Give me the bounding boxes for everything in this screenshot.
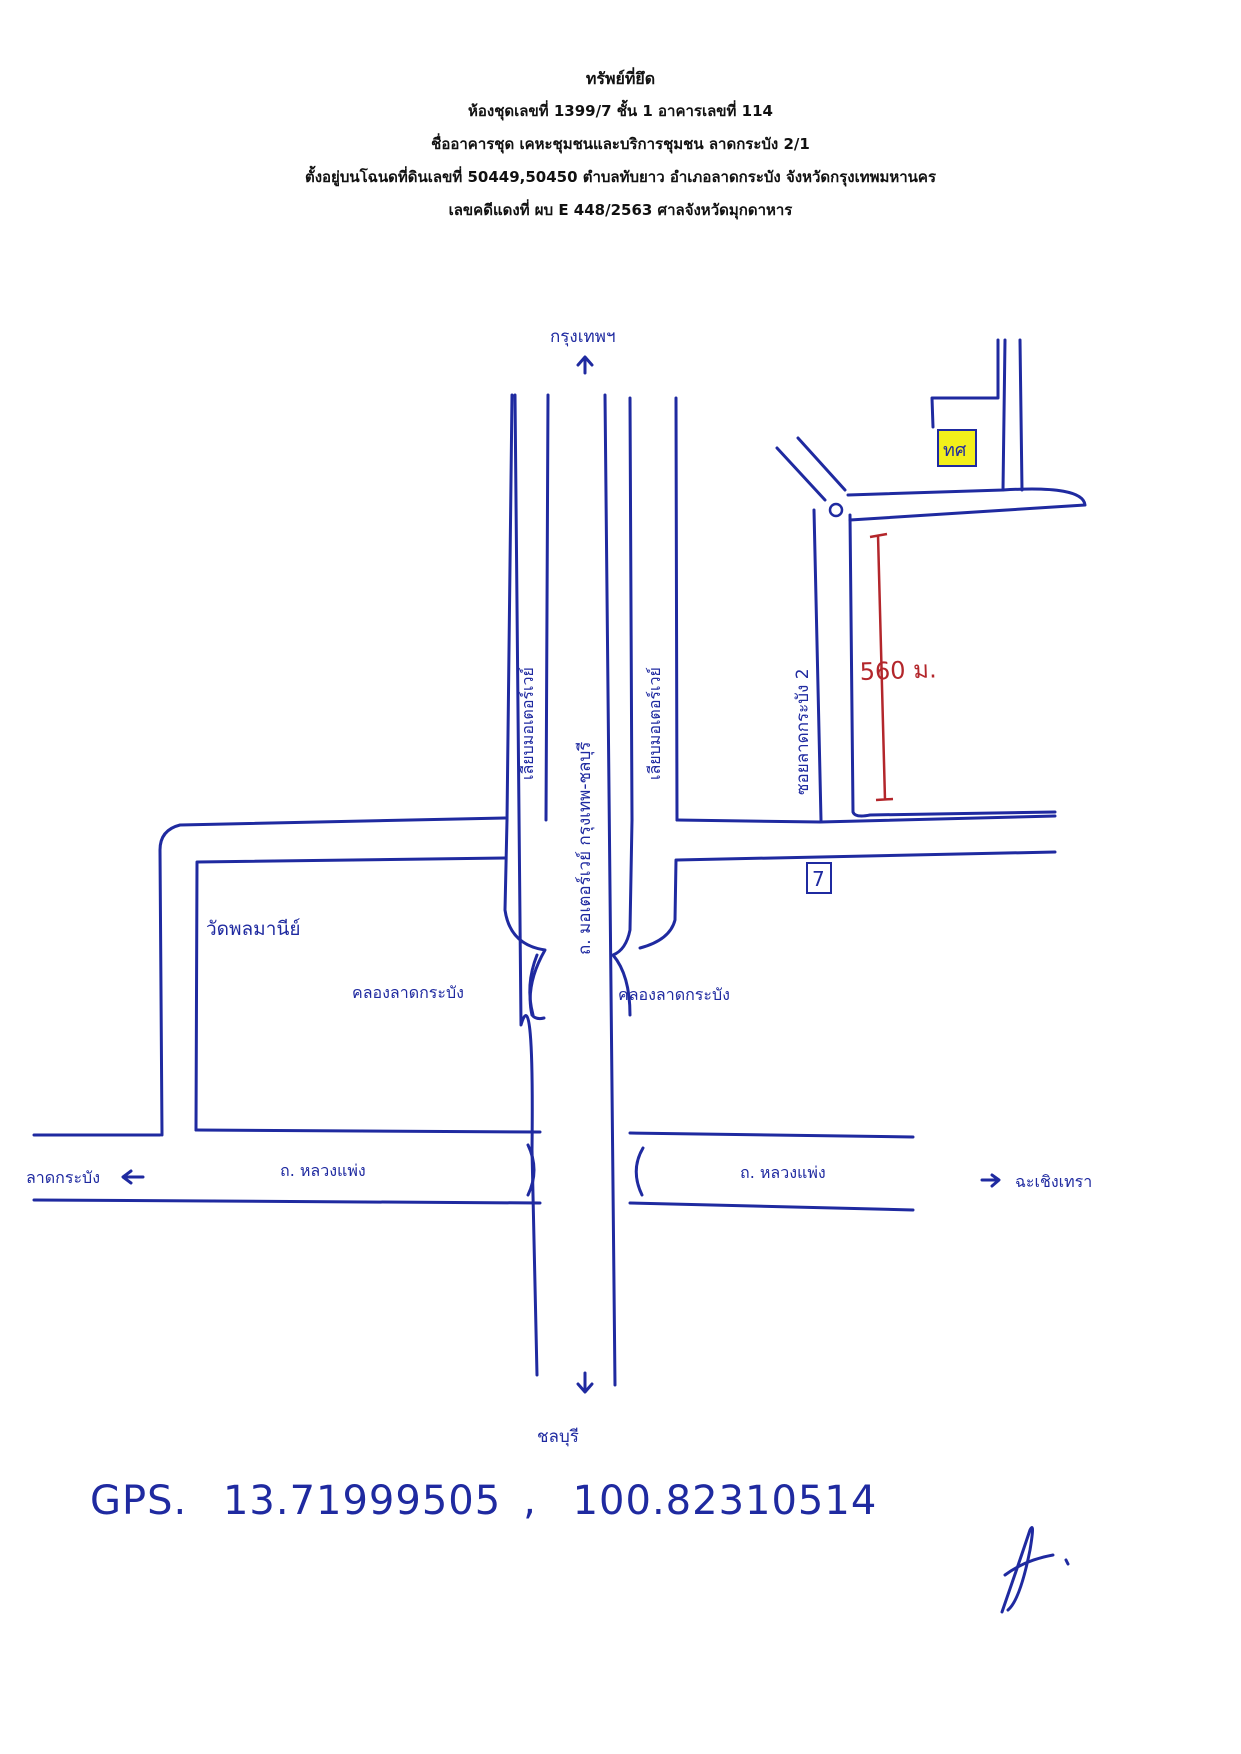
header-location: ตั้งอยู่บนโฉนดที่ดินเลขที่ 50449,50450 ต…: [304, 168, 937, 186]
building-outline: [930, 338, 1024, 492]
motorway-right-edge: [603, 393, 617, 1387]
header-case: เลขคดีแดงที่ ผบ E 448/2563 ศาลจังหวัดมุก…: [448, 201, 793, 219]
property-marker: [937, 429, 977, 467]
temple-label: วัดพลมานีย์: [206, 918, 301, 940]
document-header: ทรัพย์ที่ยึด ห้องชุดเลขที่ 1399/7 ชั้น 1…: [0, 62, 1241, 227]
west-label: ลาดกระบัง: [26, 1168, 100, 1187]
frontage-right-bottom-curve-2: [638, 858, 678, 950]
frontage-right-bottom-curve: [611, 818, 634, 1017]
property-marker-label: ทศ: [943, 440, 967, 461]
gps-prefix: GPS.: [90, 1478, 188, 1524]
soi-top-east: [846, 487, 1087, 522]
seven-eleven-label: 7: [812, 867, 825, 891]
right-road-upper: [675, 814, 1057, 824]
north-arrow: [576, 355, 594, 375]
gps-latitude: 13.71999505: [222, 1478, 502, 1524]
gps-longitude: 100.82310514: [572, 1478, 878, 1524]
luangphaeng-left-bracket: [526, 1143, 536, 1197]
header-unit: ห้องชุดเลขที่ 1399/7 ชั้น 1 อาคารเลขที่ …: [468, 102, 773, 120]
seven-eleven-marker: [806, 862, 832, 894]
soi-top-branch-right: [796, 436, 847, 492]
soi-left-edge: [812, 508, 823, 822]
road-left-label: ถ. หลวงแพ่ง: [280, 1161, 366, 1180]
south-label: ชลบุรี: [537, 1427, 579, 1447]
roundabout-circle: [828, 502, 844, 518]
right-road-lower: [675, 850, 1057, 862]
gps-coordinates: GPS. 13.71999505, 100.82310514: [90, 1478, 899, 1524]
luangphaeng-left-top: [32, 1128, 542, 1137]
luangphaeng-right-top: [628, 1131, 915, 1139]
frontage-left-bottom-curve: [503, 818, 547, 1021]
signature: [1000, 1526, 1070, 1614]
distance-line: [869, 532, 894, 802]
left-lower-road: [194, 856, 507, 1132]
soi-right-edge: [848, 513, 1057, 818]
header-building: ชื่ออาคารชุด เคหะชุมชนและบริการชุมชน ลาด…: [431, 135, 810, 153]
frontage-left-outer: [505, 393, 514, 822]
soi-label: ซอยลาดกระบัง 2: [793, 668, 813, 795]
frontage-right-inner: [628, 396, 634, 822]
header-title: ทรัพย์ที่ยึด: [585, 69, 656, 88]
luangphaeng-right-bracket: [634, 1146, 645, 1197]
west-arrow: [121, 1169, 145, 1185]
distance-label: 560 ม.: [859, 655, 937, 686]
east-label: ฉะเชิงเทรา: [1015, 1172, 1092, 1191]
east-arrow: [980, 1173, 1001, 1188]
luangphaeng-right-bottom: [628, 1201, 915, 1212]
motorway-left-edge: [513, 393, 539, 1377]
south-arrow: [576, 1371, 594, 1394]
main-road-label: ถ. มอเตอร์เวย์ กรุงเทพ-ชลบุรี: [575, 742, 595, 955]
frontage-right-outer: [674, 396, 679, 822]
canal-right-label: คลองลาดกระบัง: [618, 985, 730, 1004]
road-right-label: ถ. หลวงแพ่ง: [740, 1163, 826, 1182]
frontage-right-label: เลียบมอเตอร์เวย์: [645, 667, 664, 780]
canal-left-label: คลองลาดกระบัง: [352, 983, 464, 1002]
luangphaeng-left-bottom: [32, 1198, 542, 1205]
gps-separator: ,: [523, 1478, 537, 1524]
soi-top-branch-left: [775, 446, 827, 502]
frontage-left-inner: [544, 393, 550, 822]
north-label: กรุงเทพฯ: [550, 327, 616, 347]
left-upper-road: [158, 816, 507, 1137]
frontage-left-label: เลียบมอเตอร์เวย์: [518, 667, 537, 780]
